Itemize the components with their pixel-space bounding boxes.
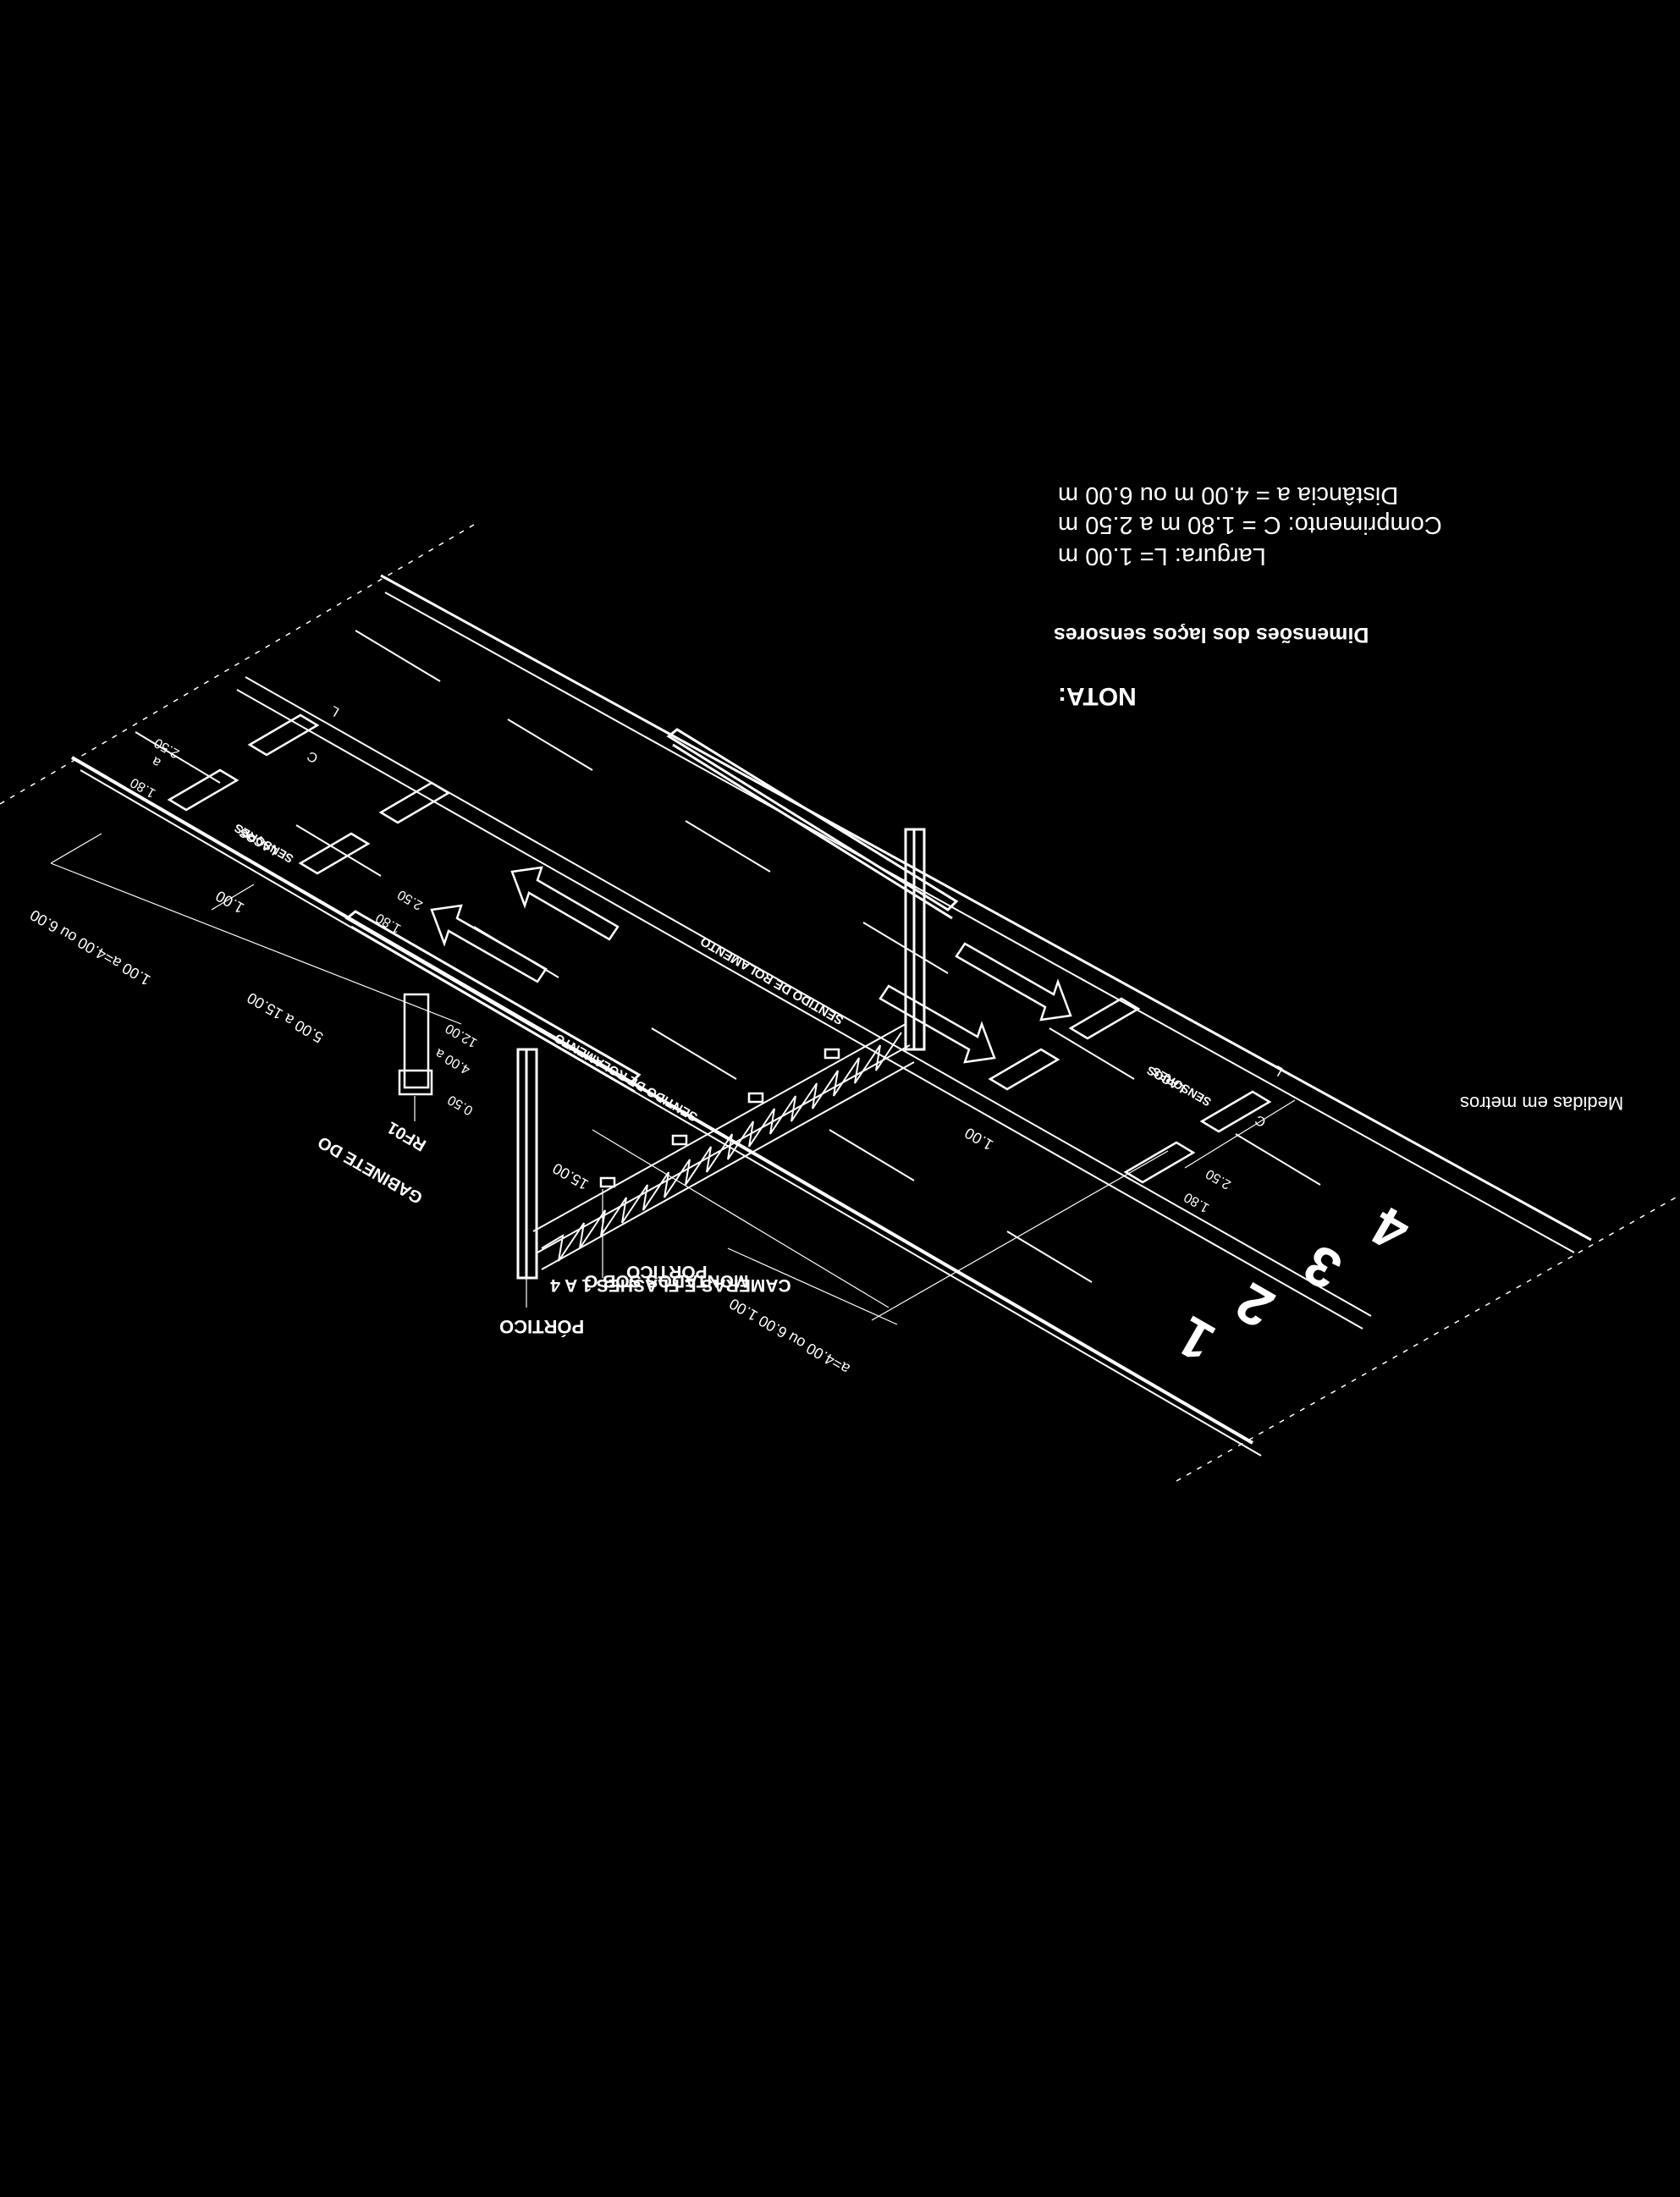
road-edge-outer-left: [70, 756, 1254, 1445]
sensor-loop: [1123, 1141, 1196, 1184]
road-edge-outer-right: [380, 574, 1592, 1242]
gantry-post-right: [904, 828, 926, 1051]
label-cameras-1: CAMERAS E FLASHES 1 A 4: [550, 1275, 791, 1295]
label-cameras-2: MONTADOS SOB O: [584, 1271, 748, 1291]
note-length-line: Comprimento: C = 1.80 m a 2.50 m: [1058, 511, 1442, 538]
cantilever-arm-bottom: [344, 910, 642, 1093]
note-subtitle: Dimensões dos laços sensores: [1054, 623, 1369, 647]
sensor-loop: [378, 781, 451, 824]
direction-arrow: [879, 984, 996, 1064]
limit-line-bottom: [1176, 1197, 1677, 1482]
leader-lines: [414, 1096, 603, 1308]
sensor-loop: [167, 768, 240, 812]
limit-line-top: [0, 524, 475, 805]
direction-arrow: [510, 866, 620, 941]
sensor-loop: [1068, 997, 1141, 1040]
sensor-loop: [1199, 1090, 1272, 1133]
note-width-line: Largura: L= 1.00 m: [1058, 542, 1266, 570]
dimension-lines: [50, 833, 1296, 1325]
road-edge-inner-right: [384, 592, 1575, 1253]
label-cameras-3: PÓRTICO: [626, 1262, 708, 1282]
gantry-post-left: [516, 1048, 538, 1280]
units-note: Medidas em metros: [1460, 1093, 1624, 1114]
label-portico: PÓRTICO: [499, 1316, 584, 1337]
sensor-loop: [247, 713, 320, 757]
median-line-2: [236, 689, 1363, 1330]
direction-arrow: [430, 904, 548, 983]
road-edge-inner-left: [80, 769, 1262, 1456]
direction-arrow: [955, 942, 1072, 1021]
cameras: [599, 1048, 840, 1188]
cabinet-rf01: [398, 993, 433, 1096]
sensor-loop: [988, 1048, 1060, 1091]
lane-dashes-right: [355, 630, 1321, 1186]
sensor-loops: [167, 713, 1272, 1184]
note-title: NOTA:: [1058, 682, 1137, 710]
note-distance-line: Distância a = 4.00 m ou 6.00 m: [1058, 482, 1399, 509]
sensor-loop: [298, 832, 371, 875]
